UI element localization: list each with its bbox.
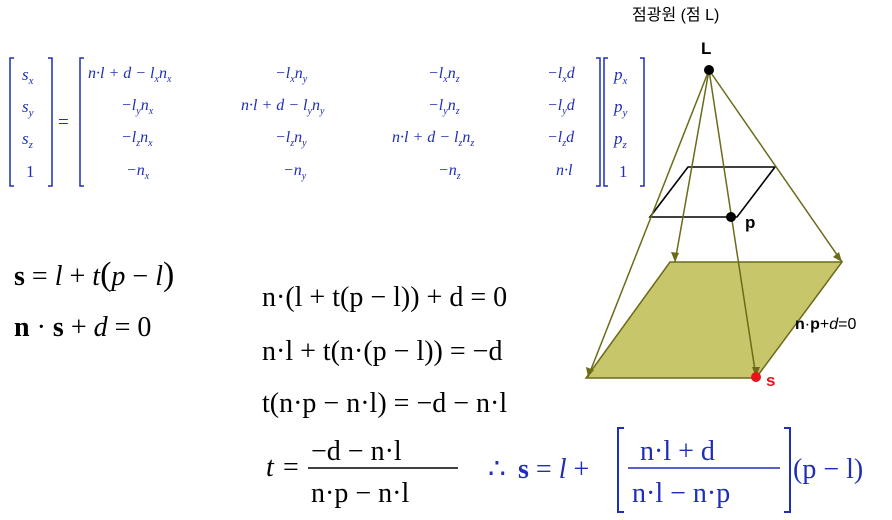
rhs-px: px <box>613 65 628 87</box>
rhs-pz: pz <box>613 129 628 151</box>
m43: −nz <box>438 162 461 182</box>
m12: −lxny <box>275 65 308 85</box>
result-denominator: n·l − n·p <box>632 478 730 509</box>
light-label-L: L <box>701 39 711 58</box>
rhs-left-bracket <box>603 57 608 187</box>
rhs-right-bracket <box>640 57 645 187</box>
eq-expanded: n·l + t(n·(p − l)) = −d <box>262 336 502 367</box>
m33: n·l + d − lznz <box>392 129 474 149</box>
light-rays <box>587 69 843 378</box>
matrix-equation: sx sy sz 1 = n·l + d − lxnx −lxny −lxnz … <box>9 57 645 187</box>
m44: n·l <box>556 162 573 179</box>
eq-substitution: n·(l + t(p − l)) + d = 0 <box>262 282 507 313</box>
m34: −lzd <box>547 129 575 149</box>
m31: −lznx <box>121 129 153 149</box>
result-tail: (p − l) <box>793 454 863 485</box>
m13: −lxnz <box>428 65 460 85</box>
lhs-sz: sz <box>22 129 34 151</box>
light-caption: 점광원 (점 L) <box>632 6 719 24</box>
eq-t-symbol: t <box>266 452 275 483</box>
result-numerator: n·l + d <box>640 436 715 467</box>
lhs-sx: sx <box>22 65 34 87</box>
m11: n·l + d − lxnx <box>88 65 172 85</box>
lhs-sy: sy <box>22 97 34 119</box>
derivation: s = l + t(p − l) n · s + d = 0 n·(l + t(… <box>14 256 863 513</box>
eq-plane-constraint: n · s + d = 0 <box>14 312 151 343</box>
therefore-symbol: ∴ <box>488 454 506 485</box>
eq-t-denominator: n·p − n·l <box>311 478 409 509</box>
point-s-label: s <box>766 371 775 390</box>
object-quad <box>648 166 777 218</box>
lhs-left-bracket <box>9 57 14 187</box>
m21: −lynx <box>121 97 154 117</box>
m24: −lyd <box>547 97 576 117</box>
m22: n·l + d − lyny <box>241 97 325 117</box>
result-lhs: s = l + <box>518 454 589 485</box>
eq-t-equals: = <box>283 452 299 483</box>
matrix-left-bracket <box>79 57 84 187</box>
light-point-L <box>704 65 714 75</box>
m41: −nx <box>126 162 150 182</box>
lhs-right-bracket <box>48 57 53 187</box>
m42: −ny <box>283 162 307 182</box>
rhs-one: 1 <box>619 162 628 181</box>
lhs-one: 1 <box>26 162 35 181</box>
eq-t-numerator: −d − n·l <box>311 436 402 467</box>
plane-equation-label: n·p+d=0 <box>795 316 856 333</box>
matrix-equals: = <box>58 112 69 133</box>
matrix-right-bracket <box>596 57 601 187</box>
m23: −lynz <box>428 97 460 117</box>
m32: −lzny <box>275 129 307 149</box>
m14: −lxd <box>547 65 576 85</box>
result-left-bracket <box>617 427 624 513</box>
eq-factored: t(n·p − n·l) = −d − n·l <box>262 388 507 419</box>
point-p <box>726 212 736 222</box>
projection-figure: 점광원 (점 L) L p s n·p+d=0 <box>584 6 856 390</box>
result-equation: ∴ s = l + n·l + d n·l − n·p (p − l) <box>488 427 863 513</box>
point-s <box>751 372 761 382</box>
rhs-py: py <box>613 97 628 119</box>
eq-s-definition: s = l + t(p − l) <box>14 256 174 293</box>
result-right-bracket <box>784 427 791 513</box>
point-p-label: p <box>745 213 755 232</box>
